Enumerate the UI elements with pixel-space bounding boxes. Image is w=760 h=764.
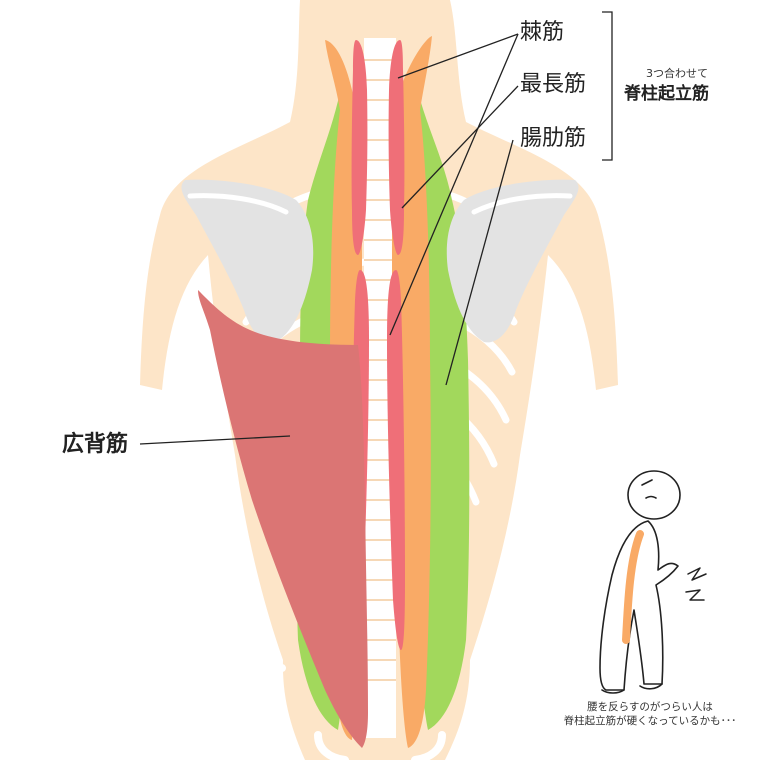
group-subtitle: 3つ合わせて xyxy=(646,67,708,80)
caption-line-2: 脊柱起立筋が硬くなっているかも･･･ xyxy=(563,715,737,728)
iliocostalis-label: 腸肋筋 xyxy=(520,126,587,151)
person-back-pain-icon xyxy=(599,470,681,694)
pain-spark-icon xyxy=(685,567,707,601)
longissimus-label: 最長筋 xyxy=(520,72,587,97)
leader-lines xyxy=(139,11,613,445)
scapulae xyxy=(181,179,579,343)
spinalis-label: 棘筋 xyxy=(520,20,565,45)
latissimus-label: 広背筋 xyxy=(62,432,129,457)
caption: 腰を反らすのがつらい人は 脊柱起立筋が硬くなっているかも･･･ xyxy=(545,700,755,728)
pelvis xyxy=(241,664,519,764)
caption-line-1: 腰を反らすのがつらい人は xyxy=(587,701,713,713)
latissimus-dorsi-muscle xyxy=(198,290,368,748)
erector-spinae-label: 脊柱起立筋 xyxy=(624,84,709,104)
